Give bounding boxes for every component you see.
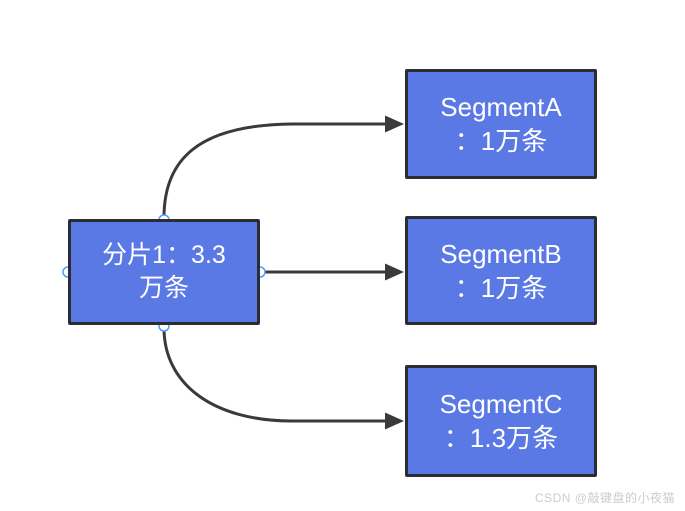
node-shard-1[interactable]: 分片1：3.3 万条 (68, 219, 260, 325)
arrowhead-icon (385, 412, 404, 430)
node-shard-1-label-line2: 万条 (138, 274, 189, 302)
node-segment-a-label-line2: ：1万条 (454, 126, 548, 156)
node-segment-b[interactable]: SegmentB ：1万条 (405, 216, 597, 325)
node-segment-c-label-line1: SegmentC (439, 389, 563, 419)
node-segment-c-label-line2: ：1.3万条 (443, 423, 559, 453)
node-segment-b-label-line2: ：1万条 (454, 272, 548, 303)
edge-shard1-to-segmentC[interactable] (162, 324, 404, 430)
node-segment-a-label-line1: SegmentA (440, 92, 562, 122)
node-segment-c[interactable]: SegmentC ：1.3万条 (405, 365, 597, 477)
node-shard-1-label-line1: 分片1：3.3 (102, 241, 226, 269)
node-segment-a[interactable]: SegmentA ：1万条 (405, 69, 597, 179)
watermark: CSDN @敲键盘的小夜猫 (534, 491, 675, 505)
edge-shard1-to-segmentB[interactable] (259, 263, 404, 281)
arrowhead-icon (385, 115, 404, 133)
arrowhead-icon (385, 263, 404, 281)
node-segment-b-label-line1: SegmentB (440, 238, 562, 269)
edge-shard1-to-segmentA[interactable] (162, 115, 404, 222)
